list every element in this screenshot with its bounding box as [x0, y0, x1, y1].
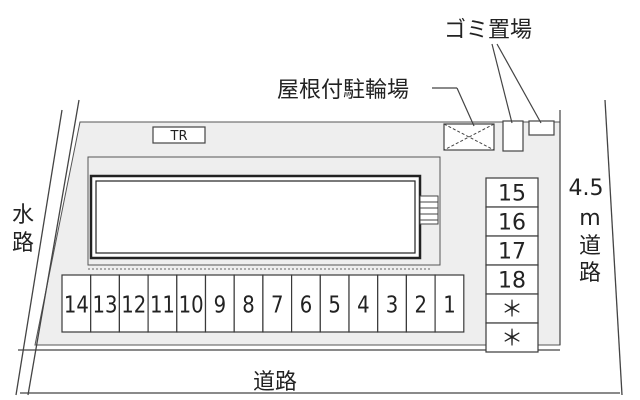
parking-space: ＊	[485, 293, 539, 324]
parking-space-box	[485, 206, 539, 237]
parking-space-box	[377, 274, 408, 333]
garbage-area-1	[502, 120, 524, 152]
building-footprint	[87, 156, 441, 266]
parking-space-number: 7	[271, 293, 284, 319]
waterway-line-outer	[15, 109, 63, 396]
transformer-label: TR	[170, 129, 188, 144]
parking-space-number: 9	[214, 293, 227, 319]
parking-space: 8	[233, 274, 264, 333]
garbage-area-2	[528, 120, 555, 136]
building-inner	[95, 180, 416, 254]
garbage-leader-1	[491, 43, 513, 124]
parking-space-box	[233, 274, 264, 333]
parking-space-box	[176, 274, 207, 333]
parking-space: 6	[291, 274, 321, 333]
parking-space-box	[485, 322, 539, 353]
garbage-leader-2	[496, 43, 542, 124]
bicycle-parking-label: 屋根付駐輪場	[277, 78, 409, 103]
parking-space-number: 11	[150, 293, 175, 319]
parking-space: 5	[319, 274, 350, 333]
parking-space-box	[262, 274, 293, 333]
parking-space-number: ＊	[501, 327, 523, 352]
parking-space-number: 12	[121, 293, 146, 319]
parking-space-number: 13	[93, 293, 118, 319]
parking-space: 12	[118, 274, 149, 333]
parking-space-number: 1	[443, 293, 456, 319]
road-width-label: 4.5	[569, 176, 604, 201]
waterway-line-inner	[27, 99, 80, 396]
road-right-label-2: 路	[579, 261, 601, 286]
parking-space-box	[485, 264, 539, 295]
parking-space-number: 4	[357, 293, 370, 319]
right-road-line-inner	[604, 99, 623, 396]
parking-space-box	[204, 274, 235, 333]
waterway-label-1: 水	[12, 203, 34, 228]
parking-space-box	[405, 274, 436, 333]
parking-right-column: 15 16 17 18 ＊ ＊	[485, 177, 539, 353]
bicycle-parking-cross-b	[443, 123, 495, 151]
parking-space: 3	[377, 274, 408, 333]
parking-space: 9	[204, 274, 235, 333]
parking-space: 2	[405, 274, 436, 333]
parking-space-number: 5	[328, 293, 341, 319]
parking-space-number: 2	[415, 293, 428, 319]
garbage-label: ゴミ置場	[444, 18, 532, 43]
parking-space-number: 6	[300, 293, 313, 319]
parking-space-box	[485, 293, 539, 324]
parking-space: 13	[90, 274, 120, 333]
parking-space: 16	[485, 206, 539, 237]
parking-space: 7	[262, 274, 293, 333]
parking-space: ＊	[485, 322, 539, 353]
parking-space-number: 18	[498, 269, 526, 294]
parking-space-number: 15	[498, 182, 526, 207]
road-right-m-label: m	[579, 206, 600, 231]
parking-space-number: 17	[498, 240, 526, 265]
parking-space-number: 14	[64, 293, 89, 319]
parking-space: 11	[147, 274, 178, 333]
parking-space-number: 8	[242, 293, 255, 319]
parking-space: 4	[348, 274, 379, 333]
parking-space: 17	[485, 235, 539, 266]
parking-space-box	[485, 235, 539, 266]
parking-space-box	[147, 274, 178, 333]
parking-space-number: 16	[498, 211, 526, 236]
road-bottom-label: 道路	[253, 370, 297, 395]
stairs	[419, 195, 439, 225]
transformer-box	[152, 126, 206, 144]
waterway-label-2: 路	[12, 231, 34, 256]
parking-space: 14	[61, 274, 92, 333]
parking-space: 15	[485, 177, 539, 208]
parking-space: 18	[485, 264, 539, 295]
parking-space: 10	[176, 274, 207, 333]
parking-space-box	[434, 274, 465, 333]
parking-space-number: 3	[386, 293, 399, 319]
parking-space-number: 10	[179, 293, 204, 319]
parking-space-number: ＊	[501, 298, 523, 323]
road-right-label-1: 道	[579, 234, 601, 259]
parking-space: 1	[434, 274, 465, 333]
bicycle-leader-diag	[456, 87, 475, 127]
bicycle-parking-cross-a	[443, 123, 495, 151]
